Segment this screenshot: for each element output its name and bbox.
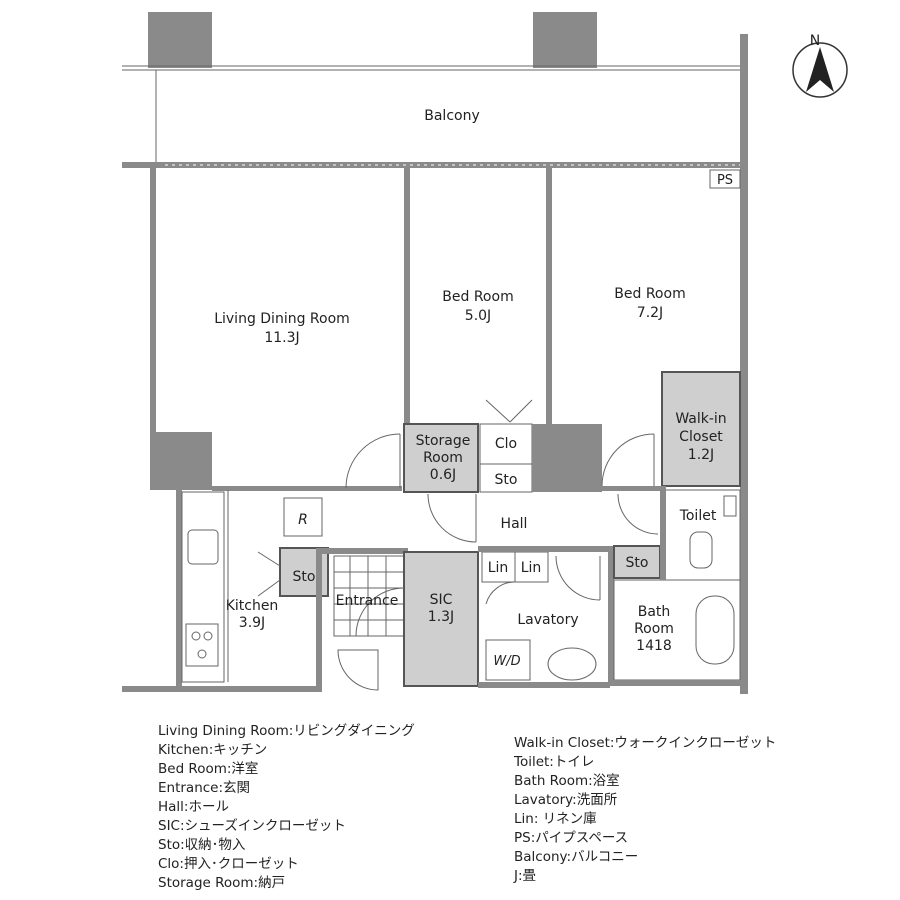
legend-item: Balcony:バルコニー — [514, 849, 639, 865]
bath-room-size: 1418 — [636, 638, 672, 654]
balcony-pillar-right — [533, 12, 597, 68]
legend-right: Walk-in Closet:ウォークインクローゼット Toilet:トイレ B… — [514, 734, 776, 886]
walk-in-closet-label-1: Walk-in — [675, 411, 726, 427]
legend-item: Hall:ホール — [158, 799, 229, 815]
ps-box — [709, 169, 741, 189]
outer-wall-right — [740, 34, 748, 694]
stove — [185, 623, 219, 667]
bed-room-2-size: 7.2J — [637, 305, 663, 321]
sic-room — [403, 551, 479, 687]
walk-in-closet-label-2: Closet — [679, 429, 723, 445]
legend-item: PS:パイプスペース — [514, 830, 629, 846]
living-room-size: 11.3J — [264, 330, 299, 346]
legend-item: Lavatory:洗面所 — [514, 792, 618, 808]
bed-room-1-label: Bed Room — [442, 289, 513, 305]
storage-room-label-1: Storage — [416, 433, 471, 449]
balcony-pillar-left — [148, 12, 212, 68]
legend-left: Living Dining Room:リビングダイニング Kitchen:キッチ… — [158, 722, 415, 893]
legend-item: Bath Room:浴室 — [514, 773, 620, 789]
legend-item: Toilet:トイレ — [514, 754, 595, 770]
kitchen-label: Kitchen — [226, 598, 279, 614]
storage-room-size: 0.6J — [430, 467, 456, 483]
balcony-label: Balcony — [424, 108, 480, 124]
bed-room-2-label: Bed Room — [614, 286, 685, 302]
linen-label-1: Lin — [488, 560, 509, 576]
bed-room-1-size: 5.0J — [465, 308, 491, 324]
toilet-room — [661, 489, 741, 581]
sink — [187, 529, 219, 565]
hall-label: Hall — [501, 516, 528, 532]
living-room-label: Living Dining Room — [214, 311, 350, 327]
legend-item: Bed Room:洋室 — [158, 761, 259, 777]
closet-label: Clo — [495, 436, 517, 452]
legend-item: Storage Room:納戸 — [158, 875, 286, 891]
kitchen-size: 3.9J — [239, 615, 265, 631]
wd-box — [485, 639, 531, 681]
legend-item: Entrance:玄関 — [158, 780, 251, 796]
bathtub — [695, 595, 735, 665]
wash-basin — [547, 647, 597, 681]
legend-item: Lin: リネン庫 — [514, 811, 597, 827]
legend-item: Sto:収納･物入 — [158, 837, 246, 853]
compass-icon — [792, 42, 848, 98]
compass-north-label: N — [810, 33, 820, 49]
sic-label: SIC — [430, 592, 453, 608]
linen-label-2: Lin — [521, 560, 542, 576]
legend-item: Walk-in Closet:ウォークインクローゼット — [514, 735, 777, 751]
floor-plan: N Balcony PS Living Dining Room 11.3J Be… — [122, 12, 848, 694]
walk-in-closet — [661, 371, 741, 487]
walk-in-closet-size: 1.2J — [688, 447, 714, 463]
living-column — [150, 432, 212, 490]
central-column — [532, 424, 602, 492]
lavatory-label: Lavatory — [517, 612, 578, 628]
storage-room-label-2: Room — [423, 450, 463, 466]
ps-label: PS — [717, 173, 733, 188]
bath-room-label-2: Room — [634, 621, 674, 637]
legend-item: SIC:シューズインクローゼット — [158, 818, 346, 834]
legend-item: Kitchen:キッチン — [158, 742, 268, 758]
bath-room — [613, 579, 741, 681]
door-swings — [257, 399, 659, 691]
storage-room — [403, 423, 479, 493]
fridge — [283, 497, 323, 537]
toilet-label: Toilet — [679, 508, 717, 524]
wd-label: W/D — [493, 654, 520, 669]
entrance-label: Entrance — [336, 593, 399, 609]
sic-size: 1.3J — [428, 609, 454, 625]
fridge-label: R — [298, 512, 308, 528]
legend-item: Clo:押入･クローゼット — [158, 856, 299, 872]
bath-storage-label: Sto — [626, 555, 649, 571]
legend-item: J:畳 — [514, 868, 537, 884]
kitchen-storage-label: Sto — [293, 569, 316, 585]
legend-item: Living Dining Room:リビングダイニング — [158, 723, 415, 739]
storage-label-middle: Sto — [495, 472, 518, 488]
bath-room-label-1: Bath — [638, 604, 671, 620]
